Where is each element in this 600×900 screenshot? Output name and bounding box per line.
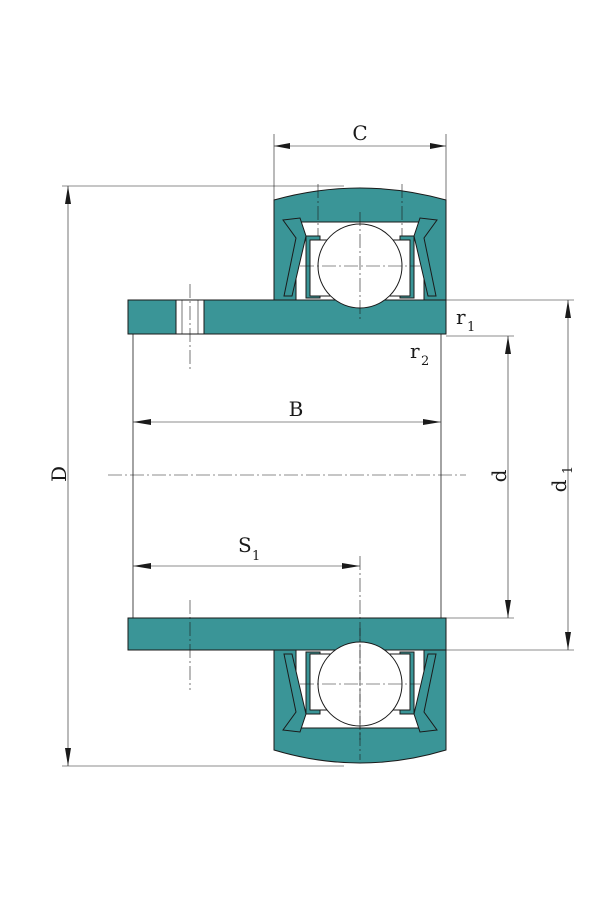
dimension-B: B — [133, 397, 441, 425]
label-S1: S — [238, 533, 252, 557]
label-d: d — [487, 469, 511, 482]
label-C: C — [352, 121, 367, 145]
dimension-d: d — [446, 335, 514, 619]
dimension-D: D — [47, 185, 344, 767]
dimension-d1: d 1 — [446, 299, 576, 651]
label-r1-subscript: 1 — [467, 320, 475, 335]
radius-labels: r 1 r 2 — [410, 305, 475, 369]
inner-ring-top-band — [127, 299, 447, 335]
label-S1-subscript: 1 — [252, 549, 260, 564]
label-r1: r — [456, 305, 466, 329]
dimension-S1: S 1 — [133, 533, 360, 569]
label-d1-subscript: 1 — [561, 466, 576, 474]
label-B: B — [289, 397, 304, 421]
bore-outline — [132, 334, 442, 618]
label-D: D — [47, 466, 71, 482]
top-rolling-element-assembly — [282, 212, 438, 322]
inner-ring-bottom-band — [127, 617, 447, 651]
dimension-C: C — [273, 121, 447, 200]
label-r2: r — [410, 339, 420, 363]
centerlines — [108, 184, 466, 760]
label-r2-subscript: 2 — [421, 354, 429, 369]
label-d1: d — [547, 479, 571, 492]
